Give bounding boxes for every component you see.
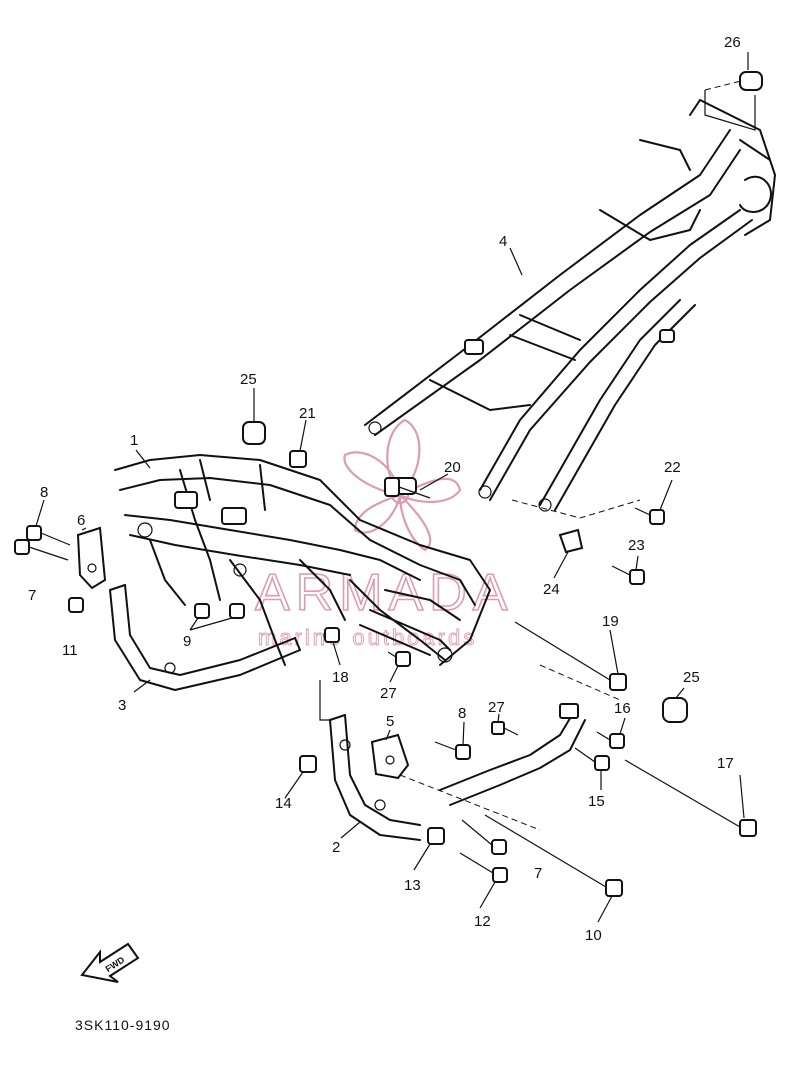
bolt-16 [596, 731, 625, 749]
leader-lines [35, 52, 749, 923]
callout-18: 18 [332, 669, 349, 686]
bolt-22 [634, 507, 665, 525]
callout-15: 15 [588, 793, 605, 810]
engine-bracket-3 [109, 584, 301, 691]
bolt-12 [459, 852, 508, 883]
bolt-8-upper [26, 525, 71, 546]
callout-27-lower: 27 [488, 699, 505, 716]
bolt-17-long [624, 759, 757, 837]
bolt-7-lower [461, 819, 507, 855]
nut-14 [299, 755, 317, 773]
callouts: 1 2 3 4 5 6 7 7 8 8 9 10 11 12 13 14 15 … [28, 34, 741, 944]
callout-27-upper: 27 [380, 685, 397, 702]
collar-18 [324, 627, 340, 643]
callout-13: 13 [404, 877, 421, 894]
damper-25-upper [242, 421, 266, 445]
callout-25-lower: 25 [683, 669, 700, 686]
callout-24: 24 [543, 581, 560, 598]
callout-2: 2 [332, 839, 340, 856]
bolt-15 [574, 747, 610, 771]
lower-stay [439, 703, 586, 806]
bolt-19-long [514, 621, 627, 691]
watermark-brand: ARMADA [255, 564, 513, 622]
nut-13 [427, 827, 445, 845]
callout-7-upper: 7 [28, 587, 36, 604]
bolt-7-upper [14, 539, 69, 561]
callout-4: 4 [499, 233, 507, 250]
damper-25-lower [662, 697, 688, 723]
callout-11: 11 [62, 642, 78, 659]
callout-26: 26 [724, 34, 741, 51]
callout-20: 20 [444, 459, 461, 476]
bolt-8-lower [434, 741, 471, 760]
bolt-20 [384, 477, 431, 499]
callout-21: 21 [299, 405, 316, 422]
callout-5: 5 [386, 713, 394, 730]
callout-10: 10 [585, 927, 602, 944]
nut-11 [68, 597, 84, 613]
clip-24 [558, 528, 584, 554]
nut-9b [229, 603, 245, 619]
callout-12: 12 [474, 913, 491, 930]
callout-7-lower: 7 [534, 865, 542, 882]
callout-14: 14 [275, 795, 292, 812]
callout-16: 16 [614, 700, 631, 717]
callout-23: 23 [628, 537, 645, 554]
engine-bracket-2 [329, 714, 421, 841]
callout-1: 1 [130, 432, 138, 449]
callout-8-upper: 8 [40, 484, 48, 501]
callout-19: 19 [602, 613, 619, 630]
drawing-code: 3SK110-9190 [75, 1017, 171, 1033]
callout-17: 17 [717, 755, 734, 772]
callout-22: 22 [664, 459, 681, 476]
callout-6: 6 [77, 512, 85, 529]
callout-9: 9 [183, 633, 191, 650]
forward-direction-arrow: FWD [80, 942, 140, 983]
engine-plate-6 [76, 526, 107, 590]
bolt-27-upper [387, 651, 411, 667]
bolt-27-lower [491, 721, 519, 736]
callout-8-lower: 8 [458, 705, 466, 722]
bolt-10-long [484, 814, 623, 897]
watermark: ARMADA marine outboards [254, 418, 513, 650]
callout-25-upper: 25 [240, 371, 257, 388]
collar-21 [289, 450, 307, 468]
callout-3: 3 [118, 697, 126, 714]
rear-frame [364, 79, 776, 512]
forward-arrow-icon [80, 942, 140, 983]
bolt-23 [611, 565, 645, 585]
nut-9a [194, 603, 210, 619]
grommet-26 [739, 71, 763, 91]
